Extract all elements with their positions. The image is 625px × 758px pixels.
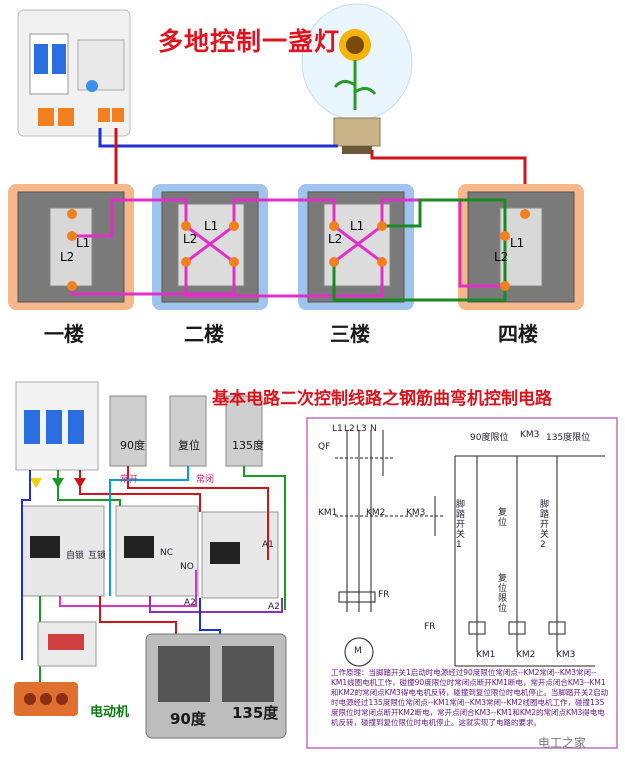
reset-limit-label: 复位限位 (498, 574, 508, 614)
reset-label: 复位 (498, 508, 508, 528)
km2-a2-label: A2 (184, 598, 196, 608)
limit-90-label: 90度 (120, 439, 145, 452)
switch1-l2-label: L2 (60, 250, 75, 264)
floor-4-label: 四楼 (498, 322, 538, 346)
bus-n-label: N (370, 424, 377, 434)
limit1-no-label: 常开 (120, 475, 139, 485)
schem-km2-main-label: KM2 (366, 508, 386, 518)
switch4-l1-label: L1 (510, 236, 525, 250)
bus-l3-label: L3 (356, 424, 367, 434)
schem-fr-label: FR (378, 590, 390, 600)
bus-l2-label: L2 (344, 424, 355, 434)
bottom-title: 基本电路二次控制线路之钢筋曲弯机控制电路 (212, 389, 552, 409)
floor-1-label: 一楼 (44, 322, 84, 346)
bending-machine-wiring-diagram (14, 381, 287, 739)
pedal-switch-2-label: 脚踏开关2 (540, 500, 550, 550)
pedal-switch-1-label: 脚踏开关1 (456, 500, 466, 550)
bus-l1-label: L1 (332, 424, 343, 434)
top-title: 多地控制一盏灯 (158, 27, 341, 56)
schem-motor-label: M (354, 646, 362, 656)
control-schematic (306, 417, 618, 749)
qf-label: QF (318, 442, 331, 452)
schem-fr-contact-label: FR (424, 622, 436, 632)
schem-90-limit-label: 90度限位 (470, 433, 509, 443)
floor-2-label: 二楼 (184, 322, 224, 346)
top-wiring-diagram (8, 3, 584, 310)
switch2-l1-label: L1 (204, 219, 219, 233)
km1-self-lock-label: 自锁 (66, 551, 85, 561)
switch4-l2-label: L2 (494, 250, 509, 264)
circuit-breaker (17, 9, 131, 137)
km2-nc-label: NC (160, 548, 174, 558)
limit-135-label: 135度 (232, 439, 264, 452)
schem-135-limit-label: 135度限位 (546, 433, 591, 443)
light-bulb (301, 3, 413, 154)
coil-km2-label: KM2 (516, 650, 536, 660)
coil-km3-label: KM3 (556, 650, 576, 660)
limit2-nc-label: 常闭 (196, 475, 215, 485)
switch1-l1-label: L1 (76, 236, 91, 250)
pedal-90-label: 90度 (170, 710, 206, 728)
motor-label: 电动机 (90, 705, 130, 720)
schem-km3-top-label: KM3 (520, 430, 540, 440)
km1-interlock-label: 互锁 (88, 551, 107, 561)
floor-3-label: 三楼 (330, 322, 370, 346)
schem-km3-main-label: KM3 (406, 508, 426, 518)
schem-km1-main-label: KM1 (318, 508, 338, 518)
watermark: 电工之家 (538, 736, 587, 750)
km2-no-label: NO (180, 562, 194, 572)
pedal-135-label: 135度 (232, 704, 279, 722)
working-principle-note: 工作原理：当脚踏开关1启动时电源经过90度限位常闭点--KM2常闭--KM3常闭… (331, 668, 609, 727)
km3-a1-label: A1 (262, 540, 274, 550)
limit-reset-label: 复位 (178, 439, 200, 452)
switch2-l2-label: L2 (183, 232, 198, 246)
switch-panel-2 (152, 184, 268, 310)
coil-km1-label: KM1 (476, 650, 496, 660)
switch3-l1-label: L1 (350, 219, 365, 233)
switch-panel-4 (458, 184, 584, 310)
km3-a2-label: A2 (268, 602, 280, 612)
switch3-l2-label: L2 (328, 232, 343, 246)
